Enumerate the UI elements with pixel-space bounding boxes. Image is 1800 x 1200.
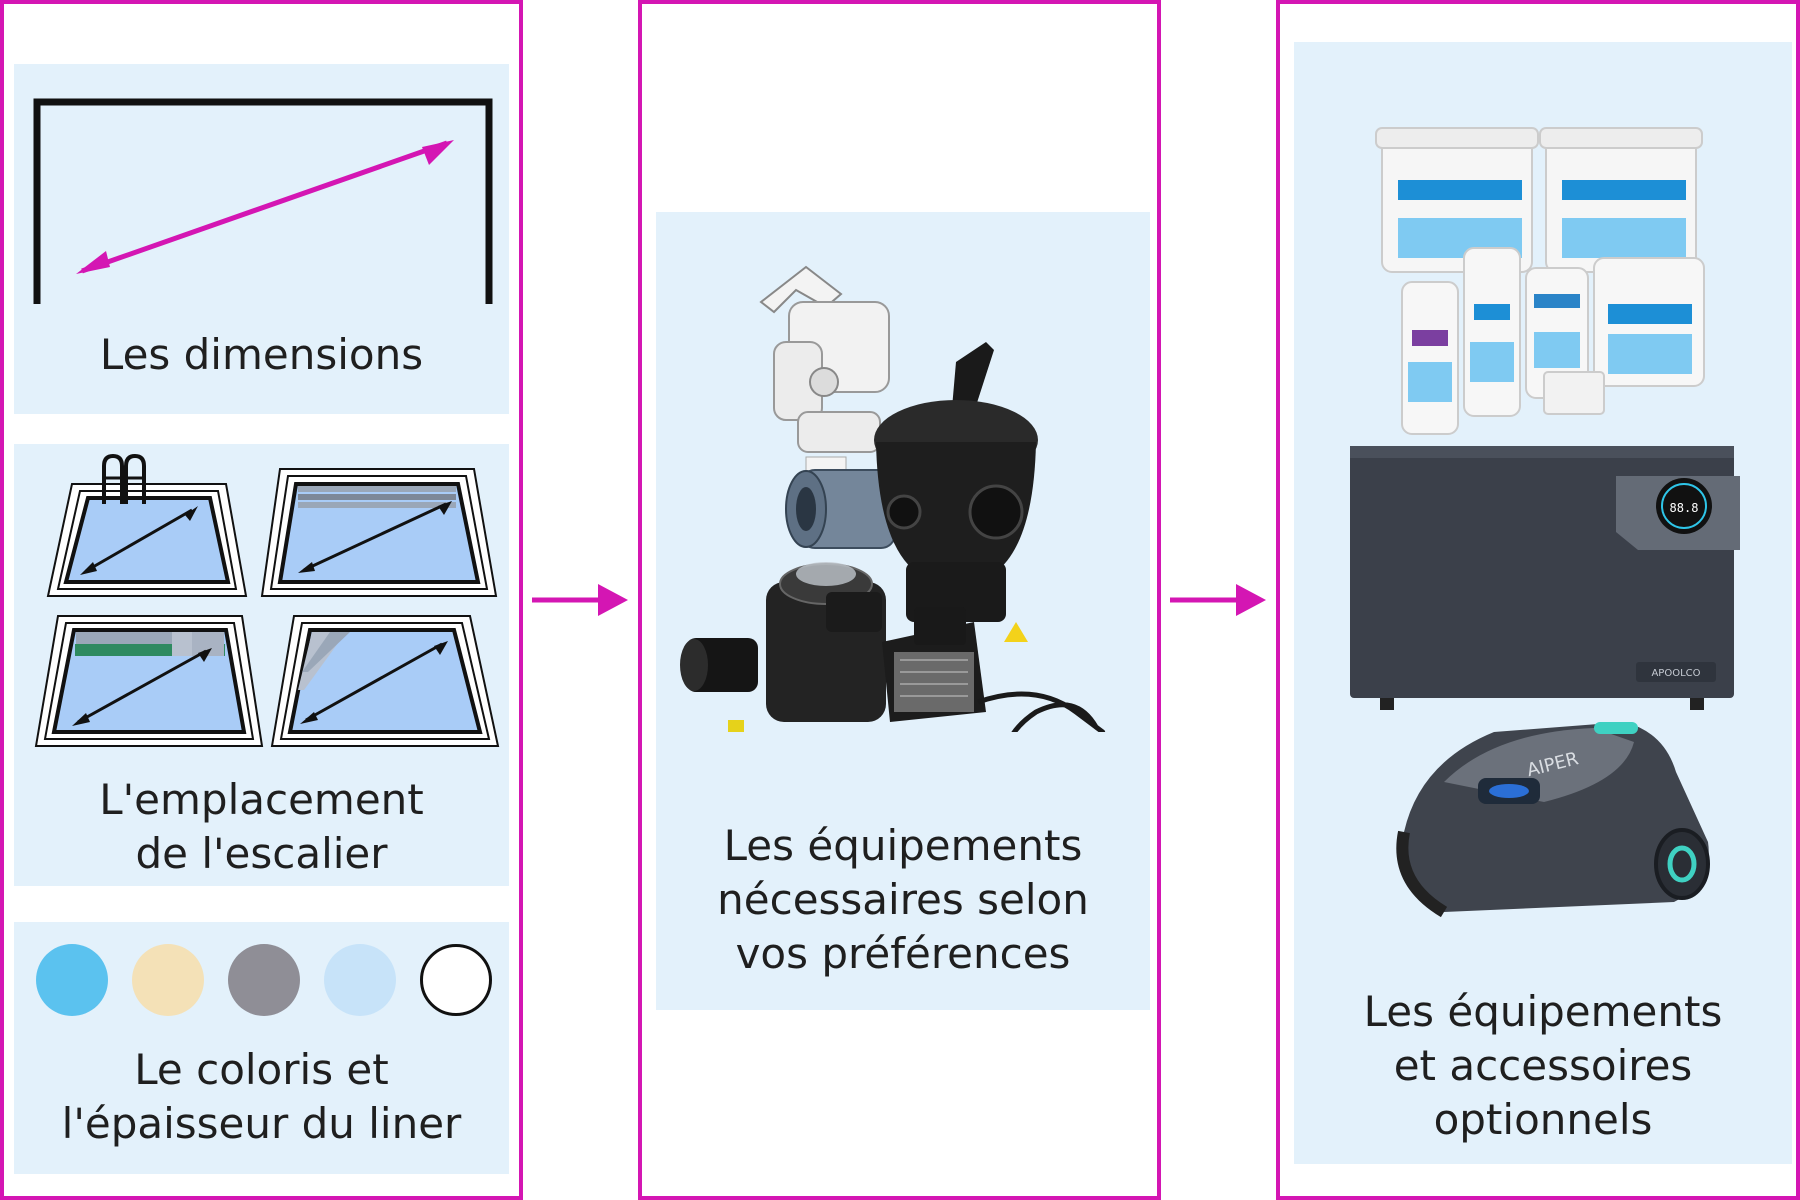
liner-panel: Le coloris et l'épaisseur du liner — [14, 922, 509, 1174]
pump-filter-illustration — [680, 265, 1106, 732]
ph-bucket-icon — [1539, 127, 1703, 273]
liner-label-line2: l'épaisseur du liner — [61, 1099, 462, 1148]
dimensions-diagram — [33, 98, 493, 304]
chlorine-bucket-icon — [1375, 127, 1539, 273]
filter-valve-icon — [874, 342, 1038, 622]
optional-accessories-label-line1: Les équipements — [1363, 987, 1723, 1036]
column-pool-specs: Les dimensions — [0, 0, 523, 1200]
pool-corner-steps-icon — [270, 615, 500, 747]
heat-pump-icon: 88.8 APOOLCO — [1350, 446, 1740, 710]
optional-accessories-label-line2: et accessoires — [1393, 1041, 1693, 1090]
dimensions-label: Les dimensions — [99, 330, 424, 379]
flow-arrow-2 — [1170, 584, 1266, 616]
liner-color-swatch-5 — [420, 944, 492, 1016]
liner-color-swatch-1 — [36, 944, 108, 1016]
liner-color-swatch-3 — [228, 944, 300, 1016]
liner-color-swatch-2 — [132, 944, 204, 1016]
column-optional-accessories: 88.8 APOOLCO AIPER Les équipements et ac… — [1276, 0, 1800, 1200]
column-required-equipment: Les équipements nécessaires selon vos pr… — [638, 0, 1161, 1200]
stairs-label-line1: L'emplacement — [99, 775, 424, 824]
stairs-diagram — [34, 453, 500, 747]
pool-steps-top-icon — [260, 468, 498, 597]
multiport-valve-icon — [759, 265, 890, 478]
heat-pump-display: 88.8 — [1670, 501, 1699, 515]
required-equipment-label-line3: vos préférences — [735, 929, 1071, 978]
dimensions-panel: Les dimensions — [14, 64, 509, 414]
pipe-union-icon — [785, 469, 896, 549]
pool-robot-icon: AIPER — [1396, 722, 1710, 918]
pool-pump-icon — [680, 562, 1028, 732]
heat-pump-brand: APOOLCO — [1651, 668, 1700, 679]
liner-color-swatch-4 — [324, 944, 396, 1016]
stairs-panel: L'emplacement de l'escalier — [14, 444, 509, 886]
required-equipment-panel: Les équipements nécessaires selon vos pr… — [656, 212, 1150, 1010]
pool-ladder-icon — [46, 453, 248, 597]
stairs-label-line2: de l'escalier — [135, 829, 388, 878]
flow-arrow-1 — [532, 584, 628, 616]
power-cord-icon — [977, 691, 1106, 732]
accessories-illustration: 88.8 APOOLCO AIPER — [1350, 127, 1740, 918]
required-equipment-label-line1: Les équipements — [723, 821, 1083, 870]
chemical-bottles-icon — [1401, 247, 1705, 435]
liner-label-line1: Le coloris et — [134, 1045, 389, 1094]
optional-accessories-label-line3: optionnels — [1433, 1095, 1653, 1144]
required-equipment-label-line2: nécessaires selon — [717, 875, 1089, 924]
optional-accessories-panel: 88.8 APOOLCO AIPER Les équipements et ac… — [1294, 42, 1792, 1164]
pool-bench-icon — [34, 615, 264, 747]
